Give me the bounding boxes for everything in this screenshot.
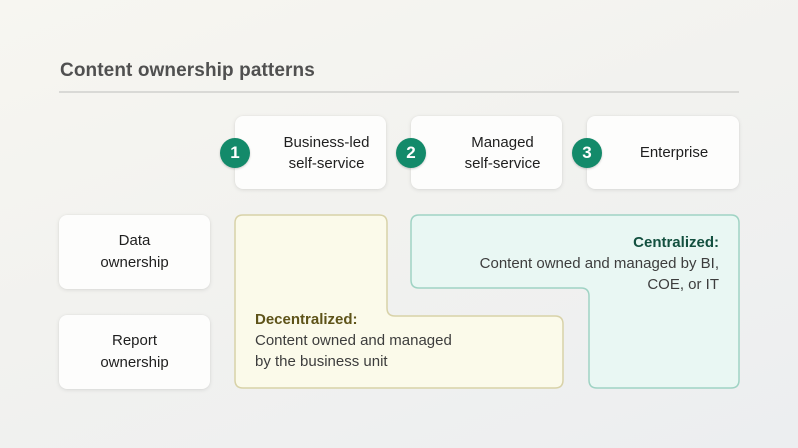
centralized-heading: Centralized:	[633, 234, 719, 251]
decentralized-region	[234, 214, 564, 389]
pattern-number-badge: 3	[572, 138, 602, 168]
centralized-text: Centralized: Content owned and managed b…	[480, 232, 719, 295]
centralized-region	[410, 214, 740, 389]
pattern-number-badge: 1	[220, 138, 250, 168]
title-divider	[59, 91, 739, 93]
row-label-text: Data ownership	[100, 232, 169, 271]
pattern-label: Enterprise	[639, 144, 709, 161]
pattern-label: Managed self-service	[464, 133, 541, 172]
pattern-card-managed: Managed self-service	[411, 116, 562, 189]
row-label-data-ownership: Data ownership	[59, 215, 210, 289]
pattern-card-business-led: Business-led self-service	[235, 116, 386, 189]
row-label-report-ownership: Report ownership	[59, 315, 210, 389]
pattern-label: Business-led self-service	[283, 133, 370, 172]
pattern-number-badge: 2	[396, 138, 426, 168]
decentralized-description: Content owned and managed by the busines…	[255, 332, 452, 370]
decentralized-text: Decentralized: Content owned and managed…	[255, 309, 452, 372]
centralized-description: Content owned and managed by BI, COE, or…	[479, 255, 719, 293]
page-title: Content ownership patterns	[60, 60, 315, 81]
decentralized-heading: Decentralized:	[255, 311, 358, 328]
pattern-card-enterprise: Enterprise	[587, 116, 739, 189]
row-label-text: Report ownership	[100, 332, 169, 371]
